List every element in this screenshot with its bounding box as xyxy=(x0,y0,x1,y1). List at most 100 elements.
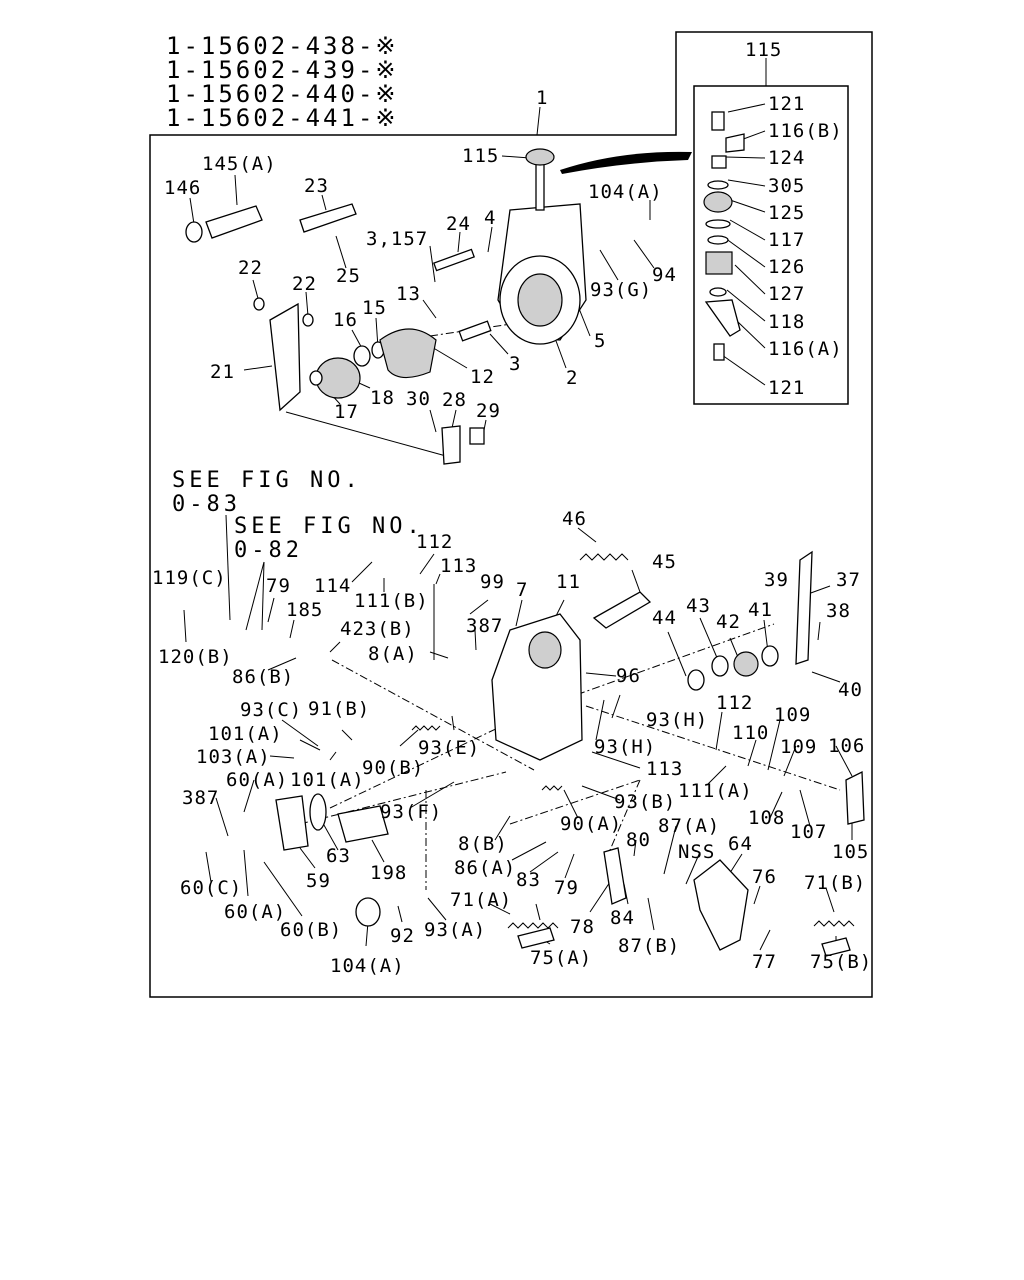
label-60a-a: 60(A) xyxy=(226,769,288,791)
label-71b: 71(B) xyxy=(804,872,866,894)
label-21: 21 xyxy=(210,361,235,383)
label-1: 1 xyxy=(536,87,548,109)
label-120b: 120(B) xyxy=(158,646,233,668)
label-90a: 90(A) xyxy=(560,813,622,835)
see-fig-082-line2: 0-82 xyxy=(234,538,303,563)
spring-71a xyxy=(507,922,559,929)
label-198: 198 xyxy=(370,862,407,884)
spring-71b xyxy=(813,920,855,927)
see-fig-082-line1: SEE FIG NO. xyxy=(234,514,424,539)
pin-75a xyxy=(517,927,555,949)
label-16: 16 xyxy=(333,309,358,331)
diagram-frame xyxy=(149,31,873,998)
label-126: 126 xyxy=(768,256,805,278)
label-116a: 116(A) xyxy=(768,338,843,360)
weight-12 xyxy=(379,328,437,379)
label-146: 146 xyxy=(164,177,201,199)
label-60b: 60(B) xyxy=(280,919,342,941)
label-30: 30 xyxy=(406,388,431,410)
label-87a: 87(A) xyxy=(658,815,720,837)
see-fig-083-line2: 0-83 xyxy=(172,492,241,517)
washer-146 xyxy=(185,221,203,243)
cap-115 xyxy=(525,148,555,166)
label-107: 107 xyxy=(790,821,827,843)
label-29: 29 xyxy=(476,400,501,422)
label-93b: 93(B) xyxy=(614,791,676,813)
label-60c: 60(C) xyxy=(180,877,242,899)
label-112-top: 112 xyxy=(416,531,453,553)
label-84: 84 xyxy=(610,907,635,929)
label-118: 118 xyxy=(768,311,805,333)
label-92: 92 xyxy=(390,925,415,947)
label-41: 41 xyxy=(748,599,773,621)
label-93h-a: 93(H) xyxy=(646,709,708,731)
bracket-59 xyxy=(275,795,309,851)
label-93a: 93(A) xyxy=(424,919,486,941)
label-115: 115 xyxy=(462,145,499,167)
label-99: 99 xyxy=(480,571,505,593)
label-39: 39 xyxy=(764,569,789,591)
label-104a-top: 104(A) xyxy=(588,181,663,203)
label-8a: 8(A) xyxy=(368,643,418,665)
label-87b: 87(B) xyxy=(618,935,680,957)
label-11: 11 xyxy=(556,571,581,593)
lever-105 xyxy=(845,770,865,825)
label-79-top: 79 xyxy=(266,575,291,597)
cap-104a xyxy=(355,897,381,927)
label-13: 13 xyxy=(396,283,421,305)
label-71a: 71(A) xyxy=(450,889,512,911)
label-114: 114 xyxy=(314,575,351,597)
label-115-inset: 115 xyxy=(745,39,782,61)
label-96: 96 xyxy=(616,665,641,687)
label-90b: 90(B) xyxy=(362,757,424,779)
label-79-bottom: 79 xyxy=(554,877,579,899)
label-185: 185 xyxy=(286,599,323,621)
label-37: 37 xyxy=(836,569,861,591)
label-111a: 111(A) xyxy=(678,780,753,802)
label-145a: 145(A) xyxy=(202,153,277,175)
part-number-2: 1-15602-439-※ xyxy=(166,56,399,84)
label-387-top: 387 xyxy=(466,615,503,637)
label-46: 46 xyxy=(562,508,587,530)
plate-198 xyxy=(337,805,389,843)
label-38: 38 xyxy=(826,600,851,622)
lever-45 xyxy=(592,591,652,629)
label-77: 77 xyxy=(752,951,777,973)
label-80: 80 xyxy=(626,829,651,851)
label-121-top: 121 xyxy=(768,93,805,115)
label-387-bottom: 387 xyxy=(182,787,219,809)
label-86a: 86(A) xyxy=(454,857,516,879)
label-78: 78 xyxy=(570,916,595,938)
callout-labels: 1 115 121 116(B) 124 305 125 117 126 127… xyxy=(152,39,871,977)
label-15: 15 xyxy=(362,297,387,319)
label-104a-bottom: 104(A) xyxy=(330,955,405,977)
part-number-list: 1-15602-438-※ 1-15602-439-※ 1-15602-440-… xyxy=(166,32,399,132)
label-44: 44 xyxy=(652,607,677,629)
label-4: 4 xyxy=(484,207,496,229)
label-18: 18 xyxy=(370,387,395,409)
inset-parts xyxy=(703,111,745,361)
label-423b: 423(B) xyxy=(340,618,415,640)
label-59: 59 xyxy=(306,870,331,892)
label-93c: 93(C) xyxy=(240,699,302,721)
label-91b: 91(B) xyxy=(308,698,370,720)
pin-145a xyxy=(205,205,263,239)
label-119c: 119(C) xyxy=(152,567,227,589)
label-116b: 116(B) xyxy=(768,120,843,142)
label-76: 76 xyxy=(752,866,777,888)
label-24: 24 xyxy=(446,213,471,235)
part-number-3: 1-15602-440-※ xyxy=(166,80,399,108)
label-113-bottom: 113 xyxy=(646,758,683,780)
label-113-top: 113 xyxy=(440,555,477,577)
parts-artwork xyxy=(185,111,865,957)
label-101a-a: 101(A) xyxy=(208,723,283,745)
label-2: 2 xyxy=(566,367,578,389)
label-42: 42 xyxy=(716,611,741,633)
label-60a-b: 60(A) xyxy=(224,901,286,923)
label-7: 7 xyxy=(516,579,528,601)
label-25: 25 xyxy=(336,265,361,287)
label-111b: 111(B) xyxy=(354,590,429,612)
label-106: 106 xyxy=(828,735,865,757)
label-22b: 22 xyxy=(292,273,317,295)
